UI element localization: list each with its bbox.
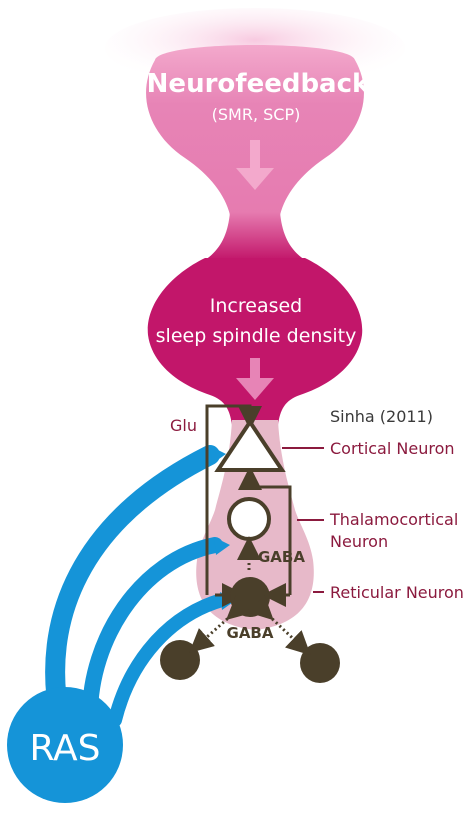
- thalamocortical-neuron: [227, 497, 271, 541]
- lower-neuron-left: [160, 640, 200, 680]
- gaba-arrow-right: [248, 595, 311, 656]
- spindle-line1: Increased: [210, 295, 302, 317]
- thalamocortical-label-line1: Thalamocortical: [329, 510, 458, 529]
- neck-shape: [205, 212, 305, 260]
- neurofeedback-title: Neurofeedback: [147, 69, 370, 99]
- spindle-line2: sleep spindle density: [156, 325, 357, 347]
- glu-loop: [205, 404, 262, 595]
- reticular-neuron-label: Reticular Neuron: [330, 583, 464, 602]
- down-arrow-icon: [236, 358, 274, 400]
- neurofeedback-subtitle: (SMR, SCP): [212, 105, 301, 124]
- neurofeedback-shape: [146, 45, 364, 215]
- spindle-shape: [147, 258, 363, 425]
- cortical-neuron-triangle: [214, 418, 286, 472]
- ras-projections: [45, 445, 229, 730]
- glu-label: Glu: [170, 416, 197, 435]
- citation: Sinha (2011): [330, 407, 433, 426]
- gaba-label-lower: GABA: [227, 624, 274, 642]
- lower-neuron-right: [300, 643, 340, 683]
- gaba-label-upper: GABA: [258, 548, 305, 566]
- ras-label: RAS: [29, 728, 100, 769]
- ras-node: [7, 687, 123, 803]
- reticular-neuron: [230, 577, 270, 617]
- gaba-arrow-left: [189, 595, 252, 653]
- down-arrow-icon: [236, 140, 274, 190]
- cortical-neuron-label: Cortical Neuron: [330, 439, 455, 458]
- thalamocortical-label-line2: Neuron: [330, 532, 388, 551]
